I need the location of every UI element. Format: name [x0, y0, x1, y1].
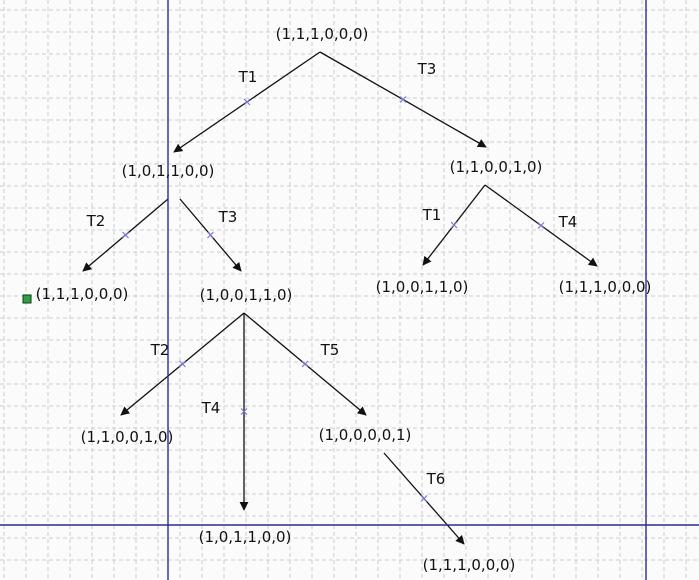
edge-arc[interactable]	[82, 198, 169, 272]
edge-midpoint-marker	[243, 98, 251, 106]
edge-arc[interactable]	[319, 51, 487, 148]
transition-label: T5	[320, 341, 340, 359]
edge-arc[interactable]	[120, 312, 245, 416]
edge-arc[interactable]	[243, 312, 367, 416]
edge-arc[interactable]	[173, 51, 321, 153]
transition-label: T2	[86, 212, 106, 230]
transition-label: T4	[201, 399, 221, 417]
edge-midpoint-marker	[207, 231, 214, 239]
marking-node[interactable]: (1,1,1,0,0,0)	[36, 285, 129, 303]
edge-midpoint-marker	[122, 231, 129, 239]
transition-label: T2	[150, 341, 170, 359]
transition-label: T1	[238, 68, 258, 86]
marking-node[interactable]: (1,1,0,0,1,0)	[450, 158, 543, 176]
edge-arc[interactable]	[383, 452, 465, 545]
transition-label: T4	[558, 213, 578, 231]
edge-midpoint-marker	[179, 360, 186, 368]
marking-node[interactable]: (1,1,1,0,0,0)	[423, 556, 516, 574]
nodes-layer: (1,1,1,0,0,0) (1,0,1,1,0,0) (1,1,0,0,1,0) (…	[22, 25, 652, 574]
transition-label: T3	[218, 208, 238, 226]
edge-midpoint-marker	[301, 360, 309, 368]
edge-midpoint-marker	[537, 222, 545, 229]
transition-label: T1	[422, 206, 442, 224]
edges-layer	[82, 51, 598, 545]
marking-node[interactable]: (1,0,1,1,0,0)	[199, 528, 292, 546]
marking-node[interactable]: (1,1,1,0,0,0)	[276, 25, 369, 43]
edge-midpoint-marker	[420, 495, 428, 502]
edge-arc[interactable]	[484, 184, 598, 267]
edge-midpoint-marker	[450, 221, 458, 229]
edge-arc[interactable]	[239, 313, 249, 511]
transition-label: T3	[417, 60, 437, 78]
marking-node[interactable]: (1,0,0,1,1,0)	[376, 278, 469, 296]
edge-arc[interactable]	[422, 184, 486, 266]
transition-label: T6	[426, 470, 446, 488]
selection-handle[interactable]	[22, 294, 32, 304]
marking-node[interactable]: (1,0,0,1,1,0)	[200, 286, 293, 304]
edge-midpoint-marker	[240, 408, 248, 415]
marking-node[interactable]: (1,0,1,1,0,0)	[122, 162, 215, 180]
marking-node[interactable]: (1,1,1,0,0,0)	[559, 278, 652, 296]
edge-midpoint-marker	[399, 96, 407, 103]
marking-node[interactable]: (1,1,0,0,1,0)	[81, 428, 174, 446]
edge-arc[interactable]	[179, 198, 242, 272]
marking-node[interactable]: (1,0,0,0,0,1)	[319, 426, 412, 444]
